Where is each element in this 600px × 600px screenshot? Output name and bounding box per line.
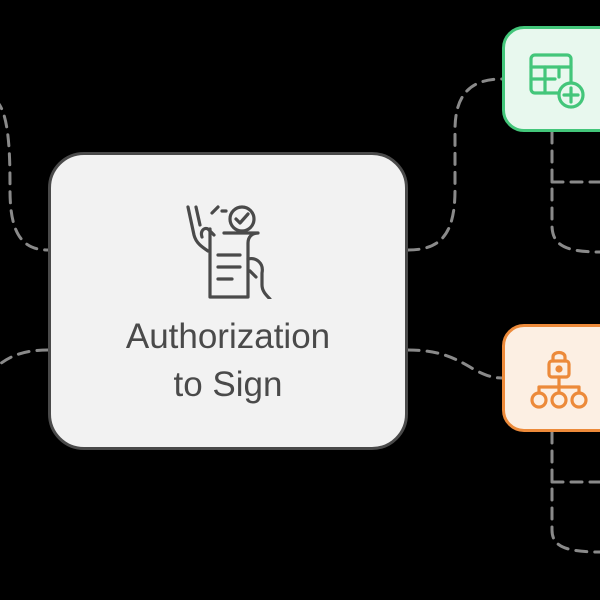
lock-hierarchy-icon: [530, 350, 588, 409]
connector-main-to-lock: [406, 348, 504, 380]
connector-lock-down: [550, 430, 600, 554]
authorization-node: Authorization to Sign: [48, 152, 408, 450]
connector-main-to-table: [406, 77, 504, 252]
label-line-2: to Sign: [173, 365, 283, 404]
table-add-icon: [529, 53, 585, 109]
label-line-1: Authorization: [125, 317, 331, 356]
signed-document-icon: [178, 203, 278, 301]
authorization-label: Authorization to Sign: [126, 313, 330, 409]
lock-hierarchy-node: [502, 324, 600, 432]
connector-left-lower: [0, 348, 50, 366]
connector-table-down: [550, 130, 600, 254]
table-node: [502, 26, 600, 132]
connector-left-upper: [0, 102, 50, 252]
